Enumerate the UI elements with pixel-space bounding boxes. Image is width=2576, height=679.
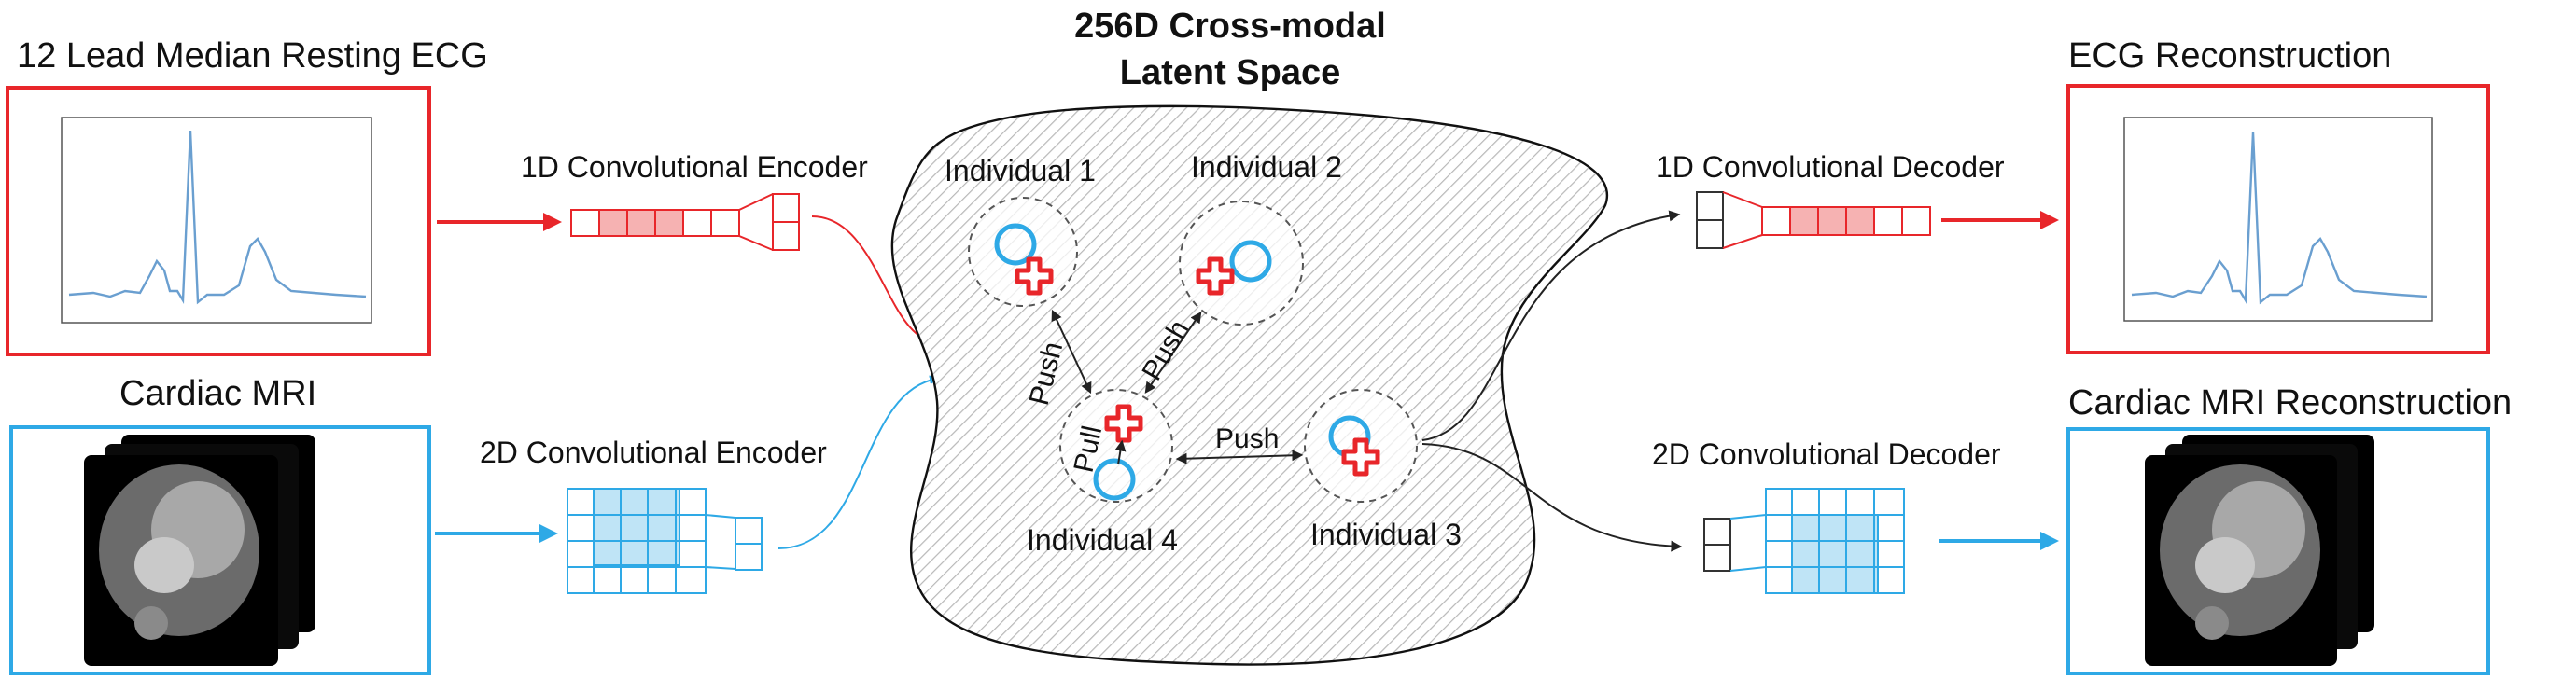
mri-reconstruction-title: Cardiac MRI Reconstruction (2068, 383, 2512, 423)
mri-embedding-circle-icon (1229, 240, 1272, 283)
latent-to-ecg-decoder-arrow (1421, 210, 1681, 441)
mri-embedding-circle-icon (994, 223, 1037, 266)
mri-decoder-label: 2D Convolutional Decoder (1652, 437, 2001, 471)
ecg-plot-frame (61, 117, 372, 324)
individual-3-cluster (1304, 389, 1418, 503)
push-arrow-1-4 (1051, 309, 1092, 395)
latent-to-mri-decoder-arrow (1421, 443, 1683, 552)
ecg-input-panel (6, 86, 431, 356)
ecg-decoder-label: 1D Convolutional Decoder (1656, 150, 2005, 184)
ecg-embedding-cross-icon (1341, 437, 1380, 477)
ecg-encoder-1d: 1D Convolutional Encoder (437, 150, 935, 345)
mri-encoder-to-latent-arrow (777, 375, 939, 549)
mri-heart-chamber (134, 537, 194, 593)
mri-input-panel (9, 425, 431, 675)
mri-embedding-circle-icon (1093, 458, 1136, 501)
individual-1-cluster (968, 197, 1078, 307)
push-arrow-2-4 (1144, 312, 1202, 394)
ecg-encoder-label: 1D Convolutional Encoder (521, 150, 868, 184)
mri-recon-heart-chamber (2195, 537, 2255, 593)
mri-aorta-detail (134, 606, 168, 640)
push-arrow-4-3 (1175, 450, 1304, 464)
individual-4-label: Individual 4 (1027, 523, 1178, 557)
ecg-reconstruction-trace (2131, 132, 2428, 305)
ecg-embedding-cross-icon (1015, 256, 1054, 296)
individual-4-cluster (1059, 389, 1173, 503)
ecg-reconstruction-title: ECG Reconstruction (2068, 36, 2391, 76)
mri-recon-aorta-detail (2195, 606, 2229, 640)
latent-space-region (890, 104, 1609, 666)
individual-1-label: Individual 1 (945, 154, 1096, 187)
individual-2-cluster (1179, 201, 1304, 326)
mri-decoder-2d: 2D Convolutional Decoder (1652, 437, 2059, 594)
ecg-reconstruction-panel (2066, 84, 2490, 354)
ecg-waveform-trace (68, 130, 367, 305)
mri-reconstruction-panel (2066, 427, 2490, 675)
ecg-decoder-1d: 1D Convolutional Decoder (1656, 150, 2059, 249)
push-label-4-3: Push (1215, 423, 1279, 454)
pull-arrow (1114, 439, 1127, 465)
latent-space-title-line1: 256D Cross-modal (1074, 7, 1386, 46)
individual-3-label: Individual 3 (1310, 518, 1462, 551)
mri-input-title: Cardiac MRI (119, 374, 316, 413)
ecg-embedding-cross-icon (1196, 256, 1235, 296)
latent-space-title-line2: Latent Space (1120, 53, 1341, 92)
ecg-input-title: 12 Lead Median Resting ECG (17, 36, 488, 76)
individual-2-label: Individual 2 (1191, 150, 1342, 184)
mri-encoder-label: 2D Convolutional Encoder (480, 436, 827, 469)
ecg-reconstruction-plot-frame (2123, 117, 2433, 322)
ecg-embedding-cross-icon (1104, 404, 1143, 443)
mri-encoder-2d: 2D Convolutional Encoder (435, 375, 939, 594)
